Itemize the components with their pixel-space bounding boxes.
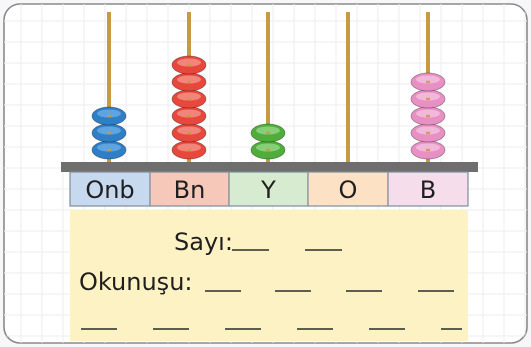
bead: [91, 140, 127, 160]
bead: [171, 72, 207, 92]
bead: [171, 123, 207, 143]
sayi-label: Sayı:: [174, 228, 233, 256]
bead: [91, 106, 127, 126]
place-label-onb: Onb: [85, 176, 134, 204]
bead: [171, 55, 207, 75]
bead: [410, 106, 446, 126]
bead: [410, 72, 446, 92]
bead: [250, 140, 286, 160]
answer-panel: [70, 210, 468, 341]
bead: [410, 123, 446, 143]
bead: [250, 123, 286, 143]
place-label-b: B: [420, 176, 436, 204]
label-cell-bn: [149, 171, 230, 207]
rod-y: [266, 12, 270, 162]
rod-onb: [107, 12, 111, 162]
bead: [171, 140, 207, 160]
bead: [171, 106, 207, 126]
bead: [410, 89, 446, 109]
place-label-o: O: [339, 176, 358, 204]
place-label-bn: Bn: [174, 176, 206, 204]
rod-o: [346, 12, 350, 162]
place-value-labels: Onb Bn Y O B: [69, 171, 469, 207]
abacus-base-bar: [61, 162, 478, 172]
label-cell-b: [387, 171, 469, 207]
bead: [91, 123, 127, 143]
abacus-beads: [91, 55, 446, 160]
bead: [171, 89, 207, 109]
place-label-y: Y: [260, 176, 276, 204]
bead: [410, 140, 446, 160]
okunusu-label: Okunuşu:: [79, 268, 192, 296]
